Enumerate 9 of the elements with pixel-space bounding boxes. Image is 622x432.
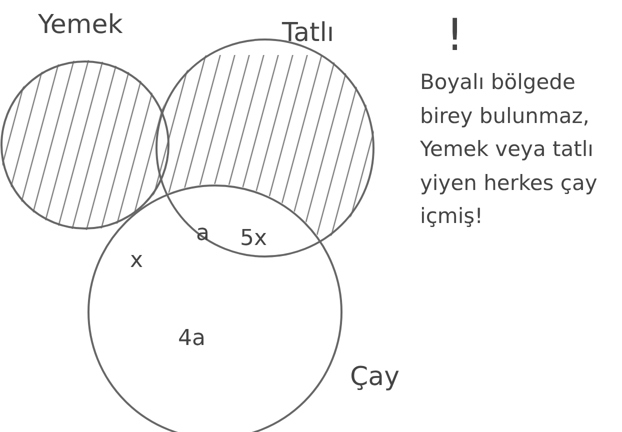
exclamation-mark: ! [446,14,464,58]
region-value: 5x [240,228,268,250]
set-label: Yemek [38,12,123,38]
set-circle [0,60,170,230]
region-value: 4a [178,328,206,350]
region-value: x [130,250,144,272]
set-label: Çay [350,364,400,390]
set-label: Tatlı [282,20,334,46]
note-text: Boyalı bölgede birey bulunmaz, Yemek veya tatlı yiyen herkes çay içmiş! [420,69,598,230]
